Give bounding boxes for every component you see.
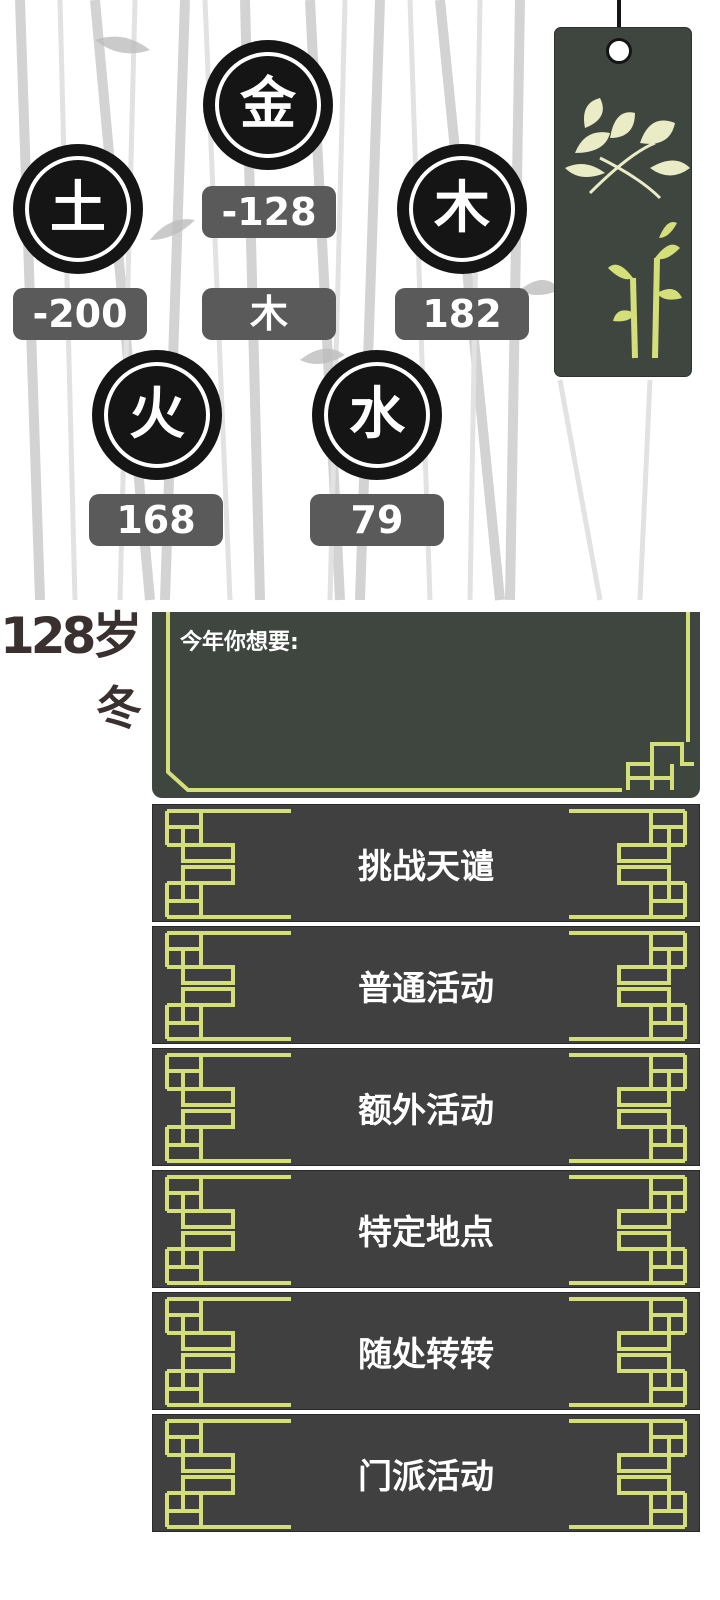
sect-activity-button[interactable]: 门派活动 [152,1414,700,1532]
normal-activity-button[interactable]: 普通活动 [152,926,700,1044]
center-element-badge: 木 [202,288,336,340]
metal-element-icon[interactable]: 金 [203,40,333,170]
wander-around-button[interactable]: 随处转转 [152,1292,700,1410]
wish-panel-title: 今年你想要: [180,630,299,655]
wood-glyph: 木 [409,156,515,262]
corner-ornament-right [569,1419,687,1529]
corner-ornament-left [165,1419,291,1529]
fire-element-icon[interactable]: 火 [92,350,222,480]
orchid-bamboo-art [565,98,690,359]
tag-string [617,0,621,32]
fire-value-badge: 168 [89,494,223,546]
challenge-heaven-button[interactable]: 挑战天谴 [152,804,700,922]
wood-value-badge: 182 [395,288,529,340]
corner-ornament-left [165,809,291,919]
menu-button-label: 挑战天谴 [358,846,494,887]
earth-value-badge: -200 [13,288,147,340]
menu-button-label: 特定地点 [358,1212,494,1253]
menu-button-label: 门派活动 [358,1456,494,1497]
earth-glyph: 土 [25,156,131,262]
corner-ornament-right [569,1297,687,1407]
corner-ornament-left [165,1175,291,1285]
corner-ornament-right [569,931,687,1041]
earth-element-icon[interactable]: 土 [13,144,143,274]
menu-button-label: 普通活动 [358,968,494,1009]
fire-glyph: 火 [104,362,210,468]
season-label: 冬 [96,681,142,735]
metal-value-badge: -128 [202,186,336,238]
extra-activity-button[interactable]: 额外活动 [152,1048,700,1166]
corner-ornament-left [165,1053,291,1163]
metal-glyph: 金 [215,52,321,158]
corner-ornament-right [569,1175,687,1285]
tag-hole [606,38,632,64]
specific-location-button[interactable]: 特定地点 [152,1170,700,1288]
menu-button-label: 额外活动 [358,1090,494,1131]
corner-ornament-left [165,931,291,1041]
water-value-badge: 79 [310,494,444,546]
panel-border-ornament [166,612,694,792]
corner-ornament-left [165,1297,291,1407]
water-glyph: 水 [324,362,430,468]
age-label: 128岁 [0,607,142,665]
corner-ornament-right [569,809,687,919]
corner-ornament-right [569,1053,687,1163]
menu-button-label: 随处转转 [358,1334,494,1375]
water-element-icon[interactable]: 水 [312,350,442,480]
wood-element-icon[interactable]: 木 [397,144,527,274]
bookmark-tag[interactable] [555,28,691,376]
wish-panel: 今年你想要: [152,612,700,798]
